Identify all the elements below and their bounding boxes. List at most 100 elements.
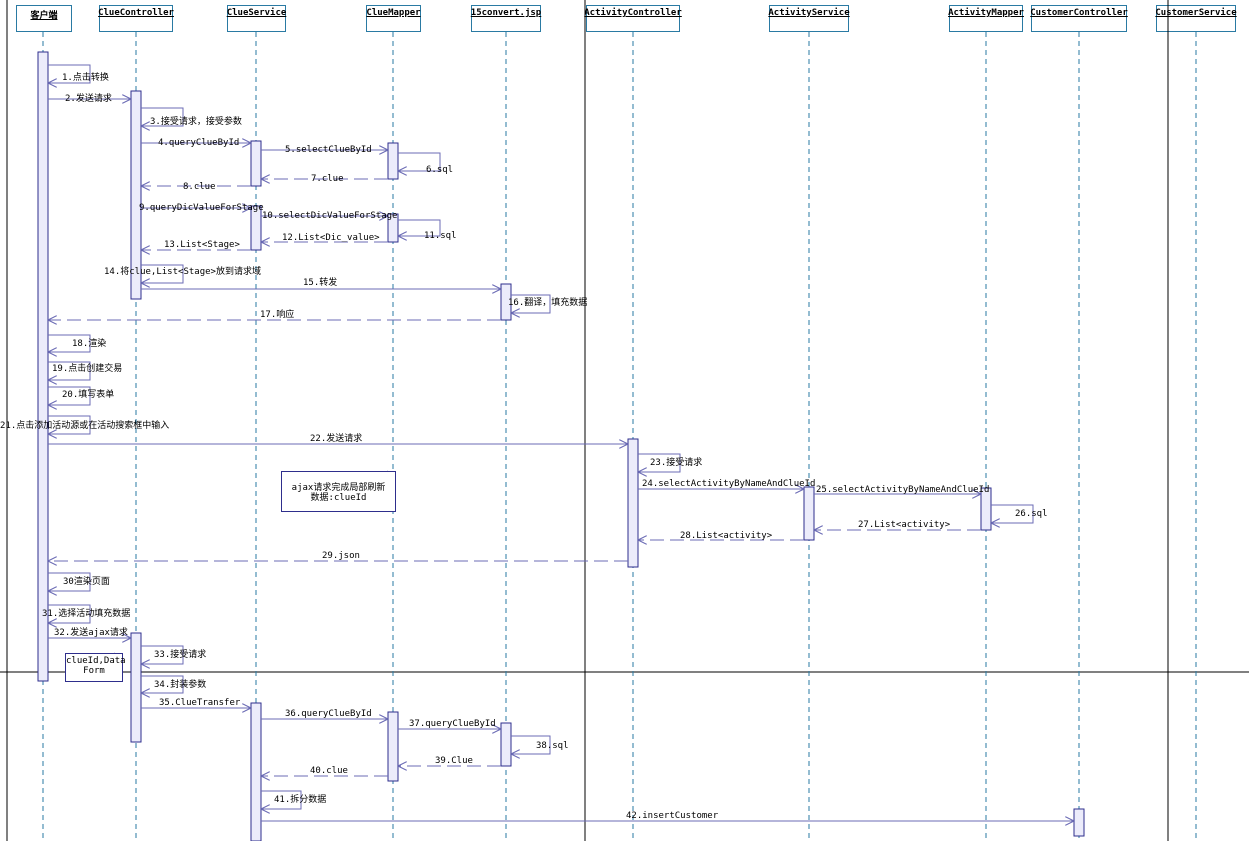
message-label-2: 2.发送请求 <box>65 92 112 104</box>
message-arrow-11 <box>398 219 441 236</box>
message-label-4: 4.queryClueById <box>158 138 239 148</box>
message-label-29: 29.json <box>322 551 360 561</box>
lifeline-header-clue-service[interactable]: ClueService <box>227 5 286 32</box>
activation-activity-controller <box>627 438 639 568</box>
activation-clue-mapper-1 <box>387 142 399 180</box>
message-arrow-31 <box>48 604 91 623</box>
message-arrow-3 <box>141 107 184 126</box>
message-arrow-21 <box>48 415 91 434</box>
message-label-7: 7.clue <box>311 174 344 184</box>
message-label-16: 16.翻译，填充数据 <box>508 296 587 308</box>
message-label-20: 20.填写表单 <box>62 388 114 400</box>
lifeline-header-customer-controller[interactable]: CustomerController <box>1030 5 1128 32</box>
message-label-17: 17.响应 <box>260 308 294 320</box>
message-label-31: 31.选择活动填充数据 <box>42 607 130 619</box>
lifeline-label: CustomerService <box>1155 8 1237 18</box>
message-label-15: 15.转发 <box>303 276 337 288</box>
activation-clue-service-1 <box>250 140 262 187</box>
message-arrow-6 <box>398 152 441 171</box>
message-label-19: 19.点击创建交易 <box>52 362 122 374</box>
activation-customer-controller <box>1073 808 1085 837</box>
lifeline-label: ClueController <box>98 8 174 18</box>
message-arrow-14 <box>141 264 184 283</box>
message-label-40: 40.clue <box>310 766 348 776</box>
activation-clue-service-2 <box>250 205 262 251</box>
message-label-13: 13.List<Stage> <box>164 240 240 250</box>
lifeline-label: CustomerController <box>1030 8 1128 18</box>
activation-activity-mapper <box>980 487 992 531</box>
activation-clue-service-3 <box>250 702 262 841</box>
message-arrow-30 <box>48 572 91 591</box>
message-label-6: 6.sql <box>426 165 453 175</box>
lifeline-label: 15convert.jsp <box>470 8 542 18</box>
message-arrow-20 <box>48 386 91 405</box>
message-label-22: 22.发送请求 <box>310 432 362 444</box>
lifeline-header-activity-service[interactable]: ActivityService <box>768 5 850 32</box>
message-label-14: 14.将clue,List<Stage>放到请求域 <box>104 265 261 277</box>
note-line: clueId,Data <box>66 656 126 666</box>
message-label-3: 3.接受请求，接受参数 <box>150 115 242 127</box>
note-line: ajax请求完成局部刷新 <box>291 483 386 493</box>
lifeline-header-customer-service[interactable]: CustomerService <box>1155 5 1237 32</box>
message-arrow-41 <box>261 790 302 809</box>
activation-clue-controller-1 <box>130 90 142 300</box>
activation-convert-jsp <box>500 283 512 321</box>
activation-activity-service <box>803 486 815 541</box>
message-label-34: 34.封装参数 <box>154 678 206 690</box>
lifeline-label: ActivityMapper <box>948 8 1024 18</box>
note-line: 数据:clueId <box>310 493 367 503</box>
message-label-37: 37.queryClueById <box>409 719 496 729</box>
message-arrow-16 <box>511 294 551 313</box>
message-arrow-18 <box>48 334 91 352</box>
note-ajax-refresh: ajax请求完成局部刷新 数据:clueId <box>281 471 396 512</box>
message-label-21: 21.点击添加活动源或在活动搜索框中输入 <box>0 419 169 431</box>
note-params: clueId,Data Form <box>65 653 126 682</box>
message-arrow-23 <box>638 453 681 472</box>
message-arrow-19 <box>48 361 91 380</box>
message-label-18: 18.渲染 <box>72 337 106 349</box>
lifeline-header-convert-jsp[interactable]: 15convert.jsp <box>471 5 541 32</box>
message-arrow-33 <box>141 645 184 664</box>
message-label-28: 28.List<activity> <box>680 531 773 541</box>
lifeline-header-clue-mapper[interactable]: ClueMapper <box>366 5 421 32</box>
note-line: Form <box>83 666 105 676</box>
activation-clue-controller-2 <box>130 632 142 743</box>
message-label-39: 39.Clue <box>435 756 473 766</box>
activation-convert-jsp-2 <box>500 722 512 767</box>
lifeline-label: ActivityService <box>768 8 850 18</box>
message-label-38: 38.sql <box>536 741 569 751</box>
message-arrow-34 <box>141 675 184 693</box>
lifeline-header-activity-mapper[interactable]: ActivityMapper <box>948 5 1024 32</box>
message-label-1: 1.点击转换 <box>62 71 109 83</box>
message-label-9: 9.queryDicValueForStage <box>139 203 264 213</box>
activation-client <box>37 51 49 682</box>
message-arrow-1 <box>48 64 91 83</box>
lifeline-label: ClueMapper <box>366 8 421 18</box>
lifeline-label: ActivityController <box>584 8 682 18</box>
message-label-24: 24.selectActivityByNameAndClueId <box>642 479 815 489</box>
lifeline-label: 客户端 <box>30 11 58 21</box>
lifeline-label: ClueService <box>226 8 287 18</box>
activation-clue-mapper-2 <box>387 213 399 243</box>
activation-clue-mapper-3 <box>387 711 399 782</box>
message-label-25: 25.selectActivityByNameAndClueId <box>816 485 989 495</box>
message-label-26: 26.sql <box>1015 509 1048 519</box>
message-label-35: 35.ClueTransfer <box>159 698 241 708</box>
message-arrow-26 <box>991 504 1034 523</box>
lifeline-header-activity-controller[interactable]: ActivityController <box>584 5 682 32</box>
message-arrow-38 <box>511 735 551 754</box>
message-label-30: 30渲染页面 <box>63 575 110 587</box>
message-label-11: 11.sql <box>424 231 457 241</box>
message-label-5: 5.selectClueById <box>285 145 372 155</box>
lifeline-header-client[interactable]: 客户端 <box>16 5 72 32</box>
message-label-8: 8.clue <box>183 182 216 192</box>
message-label-33: 33.接受请求 <box>154 648 206 660</box>
message-label-27: 27.List<activity> <box>858 520 951 530</box>
message-label-10: 10.selectDicValueForStage <box>262 211 397 221</box>
message-label-12: 12.List<Dic_value> <box>282 233 380 243</box>
message-label-36: 36.queryClueById <box>285 709 372 719</box>
message-label-23: 23.接受请求 <box>650 456 702 468</box>
lifeline-header-clue-controller[interactable]: ClueController <box>98 5 174 32</box>
message-label-32: 32.发送ajax请求 <box>54 626 128 638</box>
